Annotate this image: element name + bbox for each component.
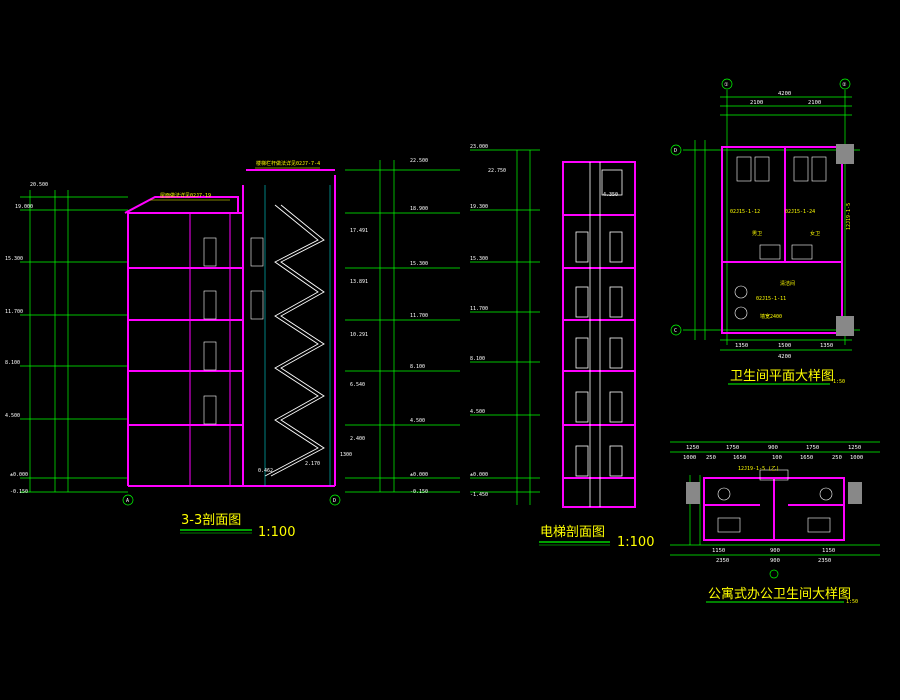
mark-label: 2.170 (305, 461, 320, 467)
level-label: 22.500 (410, 158, 428, 164)
axis-label: D (333, 498, 336, 504)
dim-label: 1350 (735, 343, 748, 349)
callout-text: 12J19-1-5 (846, 203, 852, 230)
dim-label: 2100 (808, 100, 821, 106)
level-label: ±0.000 (470, 472, 488, 478)
dim-label: 1350 (820, 343, 833, 349)
callout-text: 02J15-1-12 (730, 209, 760, 215)
axis-bubble-a (122, 494, 134, 506)
room-label: 男卫 (752, 231, 762, 237)
dim-label: 2350 (716, 558, 729, 564)
room-label: 女卫 (810, 230, 820, 237)
callout-text: 02J15-1-11 (756, 296, 786, 302)
callout-text: 12J19-1-5 (乙) (738, 465, 779, 472)
axis-label: D (674, 148, 677, 154)
dim-label: 1000 (850, 455, 863, 461)
level-label: 15.300 (470, 256, 488, 262)
mark-label: 1300 (340, 452, 352, 458)
level-label: 6.540 (350, 382, 365, 388)
axis-label: ② (842, 82, 847, 88)
drawing-scale: 1:100 (258, 525, 295, 540)
level-label: 11.700 (5, 309, 23, 315)
callout-text: 02J15-1-24 (785, 209, 815, 215)
dim-label: 900 (768, 445, 778, 451)
axis-label: C (674, 328, 677, 334)
office-toilet-detail: 1250 1750 900 1750 1250 1000 250 1650 10… (670, 441, 880, 605)
level-label: 8.100 (410, 364, 425, 370)
drawing-title: 电梯剖面图 (540, 525, 605, 540)
drawing-title: 公寓式办公卫生间大样图 (708, 586, 851, 602)
dim-label: 1000 (683, 455, 696, 461)
level-label: 11.700 (410, 313, 428, 319)
dim-label: 4200 (778, 91, 791, 97)
level-label: 15.300 (5, 256, 23, 262)
level-label: -1.450 (470, 492, 488, 498)
right-level-labels: 22.500 18.900 15.300 11.700 8.100 4.500 … (410, 158, 428, 495)
level-label: -0.150 (410, 489, 428, 495)
room-label: 清洁间 (780, 280, 795, 287)
level-label: 4.500 (410, 418, 425, 424)
dim-label: 2350 (818, 558, 831, 564)
level-label: 22.750 (488, 168, 506, 174)
dim-label: 250 (832, 455, 842, 461)
drawing-scale: 1:100 (617, 535, 654, 550)
drawing-scale: 1:50 (833, 379, 845, 385)
callout-text: 墙宽2400 (760, 313, 782, 320)
left-level-labels: 20.500 19.000 15.300 11.700 8.100 4.500 … (5, 182, 48, 495)
stair-flights (264, 204, 325, 477)
axis-label: ① (724, 82, 729, 88)
dim-label: 100 (772, 455, 782, 461)
level-label: 8.100 (5, 360, 20, 366)
level-label: 19.300 (470, 204, 488, 210)
drawing-scale: 1:50 (846, 599, 858, 605)
level-label: ±0.000 (410, 472, 428, 478)
level-label: 4.500 (5, 413, 20, 419)
dim-label: 1150 (822, 548, 835, 554)
axis-label: A (126, 498, 129, 504)
level-label: -0.150 (10, 489, 28, 495)
drawing-title: 3-3剖面图 (181, 513, 241, 528)
level-label: 8.100 (470, 356, 485, 362)
dim-label: 1500 (778, 343, 791, 349)
dim-label: 1750 (726, 445, 739, 451)
dim-label: 1150 (712, 548, 725, 554)
axis-bubble-d (329, 494, 341, 506)
mid-level-labels: 17.491 13.891 10.291 6.540 2.400 (350, 228, 368, 442)
level-label: ±0.000 (10, 472, 28, 478)
level-label: 13.891 (350, 279, 368, 285)
level-label: 2.400 (350, 436, 365, 442)
dim-label: 900 (770, 548, 780, 554)
level-label: 20.500 (30, 182, 48, 188)
dim-label: 1250 (848, 445, 861, 451)
dim-label: 4200 (778, 354, 791, 360)
level-label: 18.900 (410, 206, 428, 212)
dim-label: 1650 (800, 455, 813, 461)
level-label: 15.300 (410, 261, 428, 267)
elevator-section: 23.000 22.750 19.300 15.300 11.700 8.100… (470, 144, 654, 550)
mark-label: 4.350 (603, 192, 618, 198)
mark-label: 0.462 (258, 468, 273, 474)
callout-text: 楼梯栏杆做法详见02J7-7-4 (256, 160, 320, 167)
dim-label: 1650 (733, 455, 746, 461)
level-label: 4.500 (470, 409, 485, 415)
dim-label: 1250 (686, 445, 699, 451)
dim-label: 2100 (750, 100, 763, 106)
callout-text: 屋面做法详见02J7-19 (160, 192, 211, 199)
dim-label: 1750 (806, 445, 819, 451)
level-label: 11.700 (470, 306, 488, 312)
dim-label: 250 (706, 455, 716, 461)
drawing-title: 卫生间平面大样图 (730, 369, 834, 384)
level-label: 17.491 (350, 228, 368, 234)
dim-label: 900 (770, 558, 780, 564)
level-label: 19.000 (15, 204, 33, 210)
toilet-plan-detail: ① ② 4200 2100 2100 D C (670, 78, 860, 385)
level-label: 10.291 (350, 332, 368, 338)
elevator-level-labels: 23.000 22.750 19.300 15.300 11.700 8.100… (470, 144, 506, 498)
level-label: 23.000 (470, 144, 488, 150)
section-3-3: 20.500 19.000 15.300 11.700 8.100 4.500 … (5, 158, 460, 540)
